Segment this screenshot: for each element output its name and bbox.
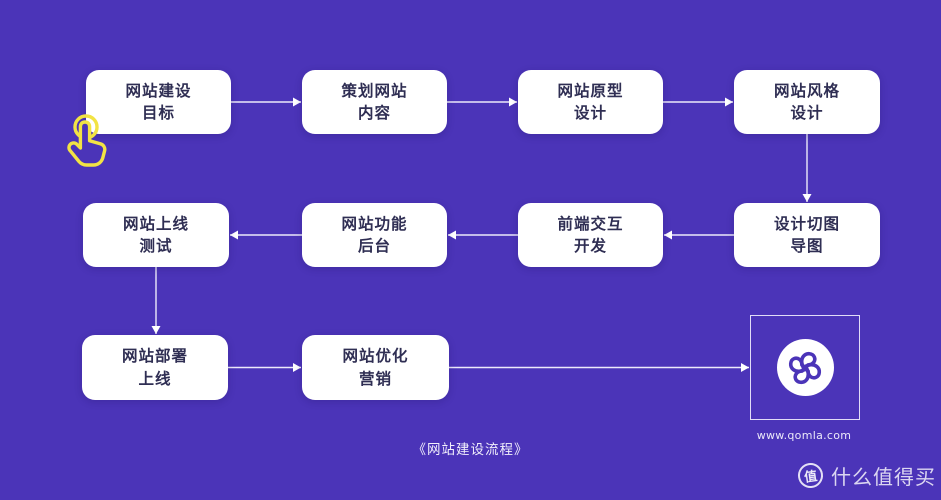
arrowhead-frontend-backend bbox=[448, 230, 456, 240]
flow-node-style: 网站风格 设计 bbox=[734, 70, 880, 134]
arrowhead-slicing-frontend bbox=[664, 230, 672, 240]
arrowhead-goal-plan bbox=[293, 97, 301, 107]
brand-url-label: www.qomla.com bbox=[756, 429, 852, 442]
arrowhead-backend-test bbox=[230, 230, 238, 240]
flow-node-frontend: 前端交互 开发 bbox=[518, 203, 663, 267]
arrowhead-style-slicing bbox=[802, 194, 812, 202]
flow-node-deploy: 网站部署 上线 bbox=[82, 335, 228, 400]
brand-logo-box bbox=[750, 315, 860, 420]
flow-node-prototype: 网站原型 设计 bbox=[518, 70, 663, 134]
flow-node-goal: 网站建设 目标 bbox=[86, 70, 231, 134]
flow-node-plan: 策划网站 内容 bbox=[302, 70, 447, 134]
flow-node-slicing: 设计切图 导图 bbox=[734, 203, 880, 267]
watermark-coin-icon: 值 bbox=[796, 461, 825, 490]
tap-hand-icon bbox=[67, 114, 107, 167]
arrowhead-deploy-marketing bbox=[293, 363, 301, 372]
arrowhead-plan-prototype bbox=[509, 97, 517, 107]
arrowhead-marketing-brand bbox=[741, 363, 749, 372]
diagram-caption: 《网站建设流程》 bbox=[412, 442, 529, 458]
watermark-label: 什么值得买 bbox=[831, 465, 936, 489]
arrowhead-prototype-style bbox=[725, 97, 733, 107]
flow-node-test: 网站上线 测试 bbox=[83, 203, 229, 267]
watermark: 值 什么值得买 bbox=[796, 461, 936, 490]
clover-swirl-logo-icon bbox=[788, 351, 822, 384]
flow-node-marketing: 网站优化 营销 bbox=[302, 335, 449, 400]
brand-logo-circle bbox=[776, 339, 834, 396]
arrowhead-test-deploy bbox=[151, 326, 161, 334]
flow-node-backend: 网站功能 后台 bbox=[302, 203, 447, 267]
